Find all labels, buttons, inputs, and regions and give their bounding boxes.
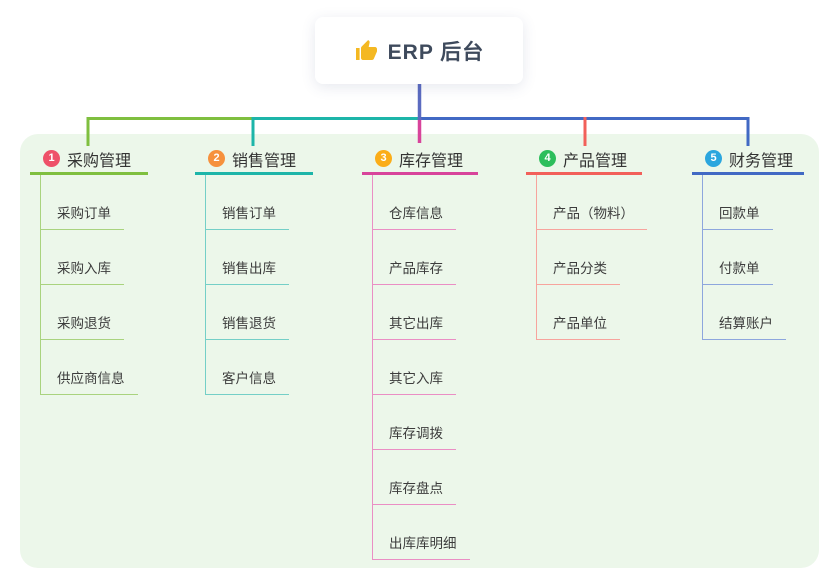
child-item[interactable]: 产品分类 — [537, 230, 620, 285]
branch-title-product[interactable]: 4 产品管理 — [526, 145, 642, 175]
child-item[interactable]: 采购入库 — [41, 230, 124, 285]
badge-2: 2 — [208, 150, 225, 167]
badge-4: 4 — [539, 150, 556, 167]
branch-sales: 2 销售管理 销售订单销售出库销售退货客户信息 — [195, 145, 313, 395]
child-item[interactable]: 其它入库 — [373, 340, 456, 395]
branch-purchase: 1 采购管理 采购订单采购入库采购退货供应商信息 — [30, 145, 148, 395]
children-list: 销售订单销售出库销售退货客户信息 — [205, 175, 313, 395]
root-node[interactable]: ERP 后台 — [315, 17, 523, 84]
badge-5: 5 — [705, 150, 722, 167]
child-item[interactable]: 销售退货 — [206, 285, 289, 340]
child-item[interactable]: 供应商信息 — [41, 340, 138, 395]
branch-product: 4 产品管理 产品（物料）产品分类产品单位 — [526, 145, 647, 340]
child-item[interactable]: 结算账户 — [703, 285, 786, 340]
child-item[interactable]: 库存盘点 — [373, 450, 456, 505]
child-item[interactable]: 采购订单 — [41, 175, 124, 230]
branch-title-sales[interactable]: 2 销售管理 — [195, 145, 313, 175]
child-item[interactable]: 产品单位 — [537, 285, 620, 340]
badge-1: 1 — [43, 150, 60, 167]
branch-title-label: 库存管理 — [399, 152, 464, 170]
children-list: 采购订单采购入库采购退货供应商信息 — [40, 175, 148, 395]
child-item[interactable]: 产品库存 — [373, 230, 456, 285]
children-list: 回款单付款单结算账户 — [702, 175, 804, 340]
child-item[interactable]: 付款单 — [703, 230, 773, 285]
child-item[interactable]: 回款单 — [703, 175, 773, 230]
branch-title-purchase[interactable]: 1 采购管理 — [30, 145, 148, 175]
branch-inventory: 3 库存管理 仓库信息产品库存其它出库其它入库库存调拨库存盘点出库库明细 — [362, 145, 478, 560]
child-item[interactable]: 库存调拨 — [373, 395, 456, 450]
thumbs-up-icon — [355, 39, 377, 60]
badge-3: 3 — [375, 150, 392, 167]
branch-title-inventory[interactable]: 3 库存管理 — [362, 145, 478, 175]
child-item[interactable]: 其它出库 — [373, 285, 456, 340]
children-list: 产品（物料）产品分类产品单位 — [536, 175, 647, 340]
branch-title-label: 采购管理 — [67, 152, 132, 170]
child-item[interactable]: 客户信息 — [206, 340, 289, 395]
child-item[interactable]: 仓库信息 — [373, 175, 456, 230]
child-item[interactable]: 销售订单 — [206, 175, 289, 230]
branch-title-label: 产品管理 — [563, 152, 628, 170]
branch-title-finance[interactable]: 5 财务管理 — [692, 145, 804, 175]
child-item[interactable]: 采购退货 — [41, 285, 124, 340]
branch-finance: 5 财务管理 回款单付款单结算账户 — [692, 145, 804, 340]
child-item[interactable]: 销售出库 — [206, 230, 289, 285]
child-item[interactable]: 产品（物料） — [537, 175, 647, 230]
child-item[interactable]: 出库库明细 — [373, 505, 470, 560]
branch-title-label: 财务管理 — [729, 152, 794, 170]
children-list: 仓库信息产品库存其它出库其它入库库存调拨库存盘点出库库明细 — [372, 175, 478, 560]
mindmap-canvas — [20, 134, 819, 568]
root-label: ERP 后台 — [387, 40, 485, 64]
branch-title-label: 销售管理 — [232, 152, 297, 170]
